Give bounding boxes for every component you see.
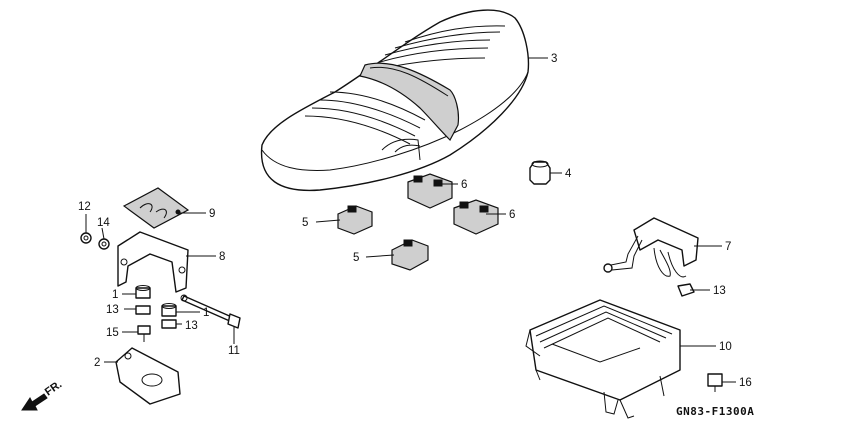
callout-10: 10 xyxy=(719,341,732,353)
callout-1b: 1 xyxy=(203,307,209,319)
callout-13c: 13 xyxy=(713,285,726,297)
callout-7: 7 xyxy=(725,241,731,253)
nut-13a xyxy=(135,305,151,315)
callout-15: 15 xyxy=(106,327,119,339)
rubber-damper-5b xyxy=(391,239,429,271)
callout-6b: 6 xyxy=(509,209,515,221)
callout-11: 11 xyxy=(228,345,240,357)
callout-2: 2 xyxy=(94,357,100,369)
washer-14 xyxy=(98,238,110,250)
hinge-bolt xyxy=(180,294,241,329)
nut-13c xyxy=(677,283,695,297)
diagram-code: GN83-F1300A xyxy=(676,405,754,418)
callout-6a: 6 xyxy=(461,179,467,191)
bolt-15 xyxy=(137,325,151,342)
callout-1a: 1 xyxy=(112,289,118,301)
collar-1a xyxy=(135,285,151,299)
callout-13b: 13 xyxy=(185,320,198,332)
callouts: 3 4 6 6 5 5 9 8 7 13 10 16 11 12 14 1 13… xyxy=(78,53,754,418)
luggage-carrier xyxy=(525,299,681,419)
seat-stay xyxy=(603,217,699,278)
nut-12 xyxy=(80,232,92,244)
callout-4: 4 xyxy=(565,168,572,180)
callout-13a: 13 xyxy=(106,304,119,316)
callout-14: 14 xyxy=(97,217,110,229)
callout-16: 16 xyxy=(739,377,752,389)
callout-3: 3 xyxy=(551,53,557,65)
bolt-16 xyxy=(707,373,723,392)
callout-9: 9 xyxy=(209,208,215,220)
callout-8: 8 xyxy=(219,251,225,263)
front-direction-arrow: FR. xyxy=(21,378,64,411)
seat-hinge-bracket xyxy=(117,231,189,293)
rubber-damper-6a xyxy=(407,173,453,209)
seat-base-bracket xyxy=(115,347,181,405)
collar-1b xyxy=(161,303,177,317)
nut-13b xyxy=(161,319,177,329)
direction-label: FR. xyxy=(43,378,64,398)
leader-lines xyxy=(85,57,736,383)
callout-12: 12 xyxy=(78,201,91,213)
callout-5a: 5 xyxy=(302,217,308,229)
rubber-cushion xyxy=(529,160,551,185)
rubber-damper-6b xyxy=(453,199,499,235)
callout-5b: 5 xyxy=(353,252,359,264)
rubber-damper-5a xyxy=(337,205,373,235)
seat xyxy=(260,9,530,192)
seat-lock-plate xyxy=(122,187,190,229)
